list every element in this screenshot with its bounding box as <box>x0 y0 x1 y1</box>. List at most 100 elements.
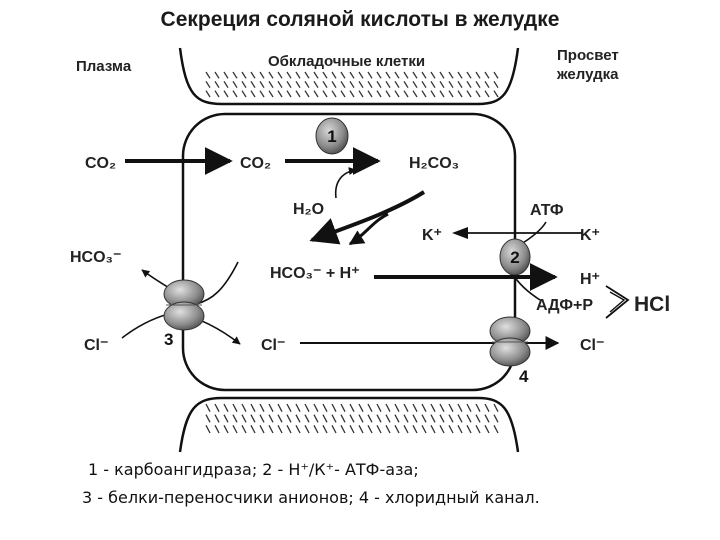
hatch-mark <box>205 71 211 79</box>
h2co3: H₂CO₃ <box>409 155 459 172</box>
hatch-mark <box>430 80 436 89</box>
hatch-mark <box>493 414 499 423</box>
hatch-mark <box>232 425 238 434</box>
hatch-mark <box>439 90 445 98</box>
hatch-mark <box>268 71 274 79</box>
hatch-mark <box>457 90 463 98</box>
hatch-mark <box>286 80 292 89</box>
hatch-mark <box>322 425 328 434</box>
hatch-mark <box>484 403 490 412</box>
hatch-mark <box>367 90 373 98</box>
hatch-mark <box>376 71 382 79</box>
hatch-mark <box>448 90 454 98</box>
hatch-mark <box>376 90 382 98</box>
hatch-mark <box>430 403 436 412</box>
hatch-mark <box>340 403 346 412</box>
hatch-mark <box>448 71 454 79</box>
hatch-mark <box>421 425 427 434</box>
hatch-mark <box>403 80 409 89</box>
carbonic-anhydrase-marker: 1 <box>315 117 349 155</box>
hatch-mark <box>313 80 319 89</box>
parietal-cell-outline <box>181 112 517 392</box>
hatch-mark <box>367 71 373 79</box>
hcl: HCl <box>634 293 670 316</box>
hatch-mark <box>475 403 481 412</box>
hatch-mark <box>367 414 373 423</box>
hatch-mark <box>466 90 472 98</box>
hatch-mark <box>205 80 211 89</box>
hatch-mark <box>268 80 274 89</box>
slide-title: Секреция соляной кислоты в желудке <box>160 8 560 31</box>
legend-line-2: 3 - белки-переносчики анионов; 4 - хлори… <box>82 488 540 507</box>
hatch-mark <box>259 425 265 434</box>
hatch-mark <box>268 403 274 412</box>
hatch-mark <box>403 71 409 79</box>
hatch-mark <box>457 414 463 423</box>
plasma-label: Плазма <box>76 58 132 75</box>
hatch-mark <box>385 414 391 423</box>
marker-2: 2 <box>510 248 519 267</box>
hatch-mark <box>448 425 454 434</box>
hatch-mark <box>223 90 229 98</box>
hatch-mark <box>421 403 427 412</box>
hatch-mark <box>457 403 463 412</box>
membrane-hatching-bottom <box>205 403 499 434</box>
hatch-mark <box>394 414 400 423</box>
hatch-mark <box>304 90 310 98</box>
adp-output-arrow <box>513 275 541 301</box>
hatch-mark <box>259 80 265 89</box>
hatch-mark <box>421 90 427 98</box>
hatch-mark <box>340 80 346 89</box>
hatch-mark <box>313 403 319 412</box>
hatch-mark <box>448 403 454 412</box>
hatch-mark <box>286 403 292 412</box>
hatch-mark <box>430 90 436 98</box>
hatch-mark <box>376 414 382 423</box>
hatch-mark <box>358 414 364 423</box>
hatch-mark <box>358 71 364 79</box>
hatch-mark <box>358 80 364 89</box>
water-input-arrow <box>334 167 357 199</box>
hatch-mark <box>439 403 445 412</box>
hatch-mark <box>340 90 346 98</box>
hatch-mark <box>385 90 391 98</box>
potassium-import-arrowhead <box>452 227 468 239</box>
hatch-mark <box>493 80 499 89</box>
hatch-mark <box>205 403 211 412</box>
hatch-mark <box>358 90 364 98</box>
hatch-mark <box>376 425 382 434</box>
hatch-mark <box>250 403 256 412</box>
hatch-mark <box>466 71 472 79</box>
hatch-mark <box>457 425 463 434</box>
hatch-mark <box>295 80 301 89</box>
hatch-mark <box>250 414 256 423</box>
hatch-mark <box>331 425 337 434</box>
hatch-mark <box>286 90 292 98</box>
upper-cell-outline <box>178 47 520 106</box>
hco3-plasma: HCO₃⁻ <box>70 249 121 266</box>
hatch-mark <box>358 425 364 434</box>
hatch-mark <box>412 425 418 434</box>
dissociation-arrow <box>309 190 426 245</box>
hatch-mark <box>340 425 346 434</box>
hatch-mark <box>268 425 274 434</box>
hatch-mark <box>241 80 247 89</box>
hatch-mark <box>484 414 490 423</box>
hatch-mark <box>448 414 454 423</box>
hatch-mark <box>475 90 481 98</box>
hatch-mark <box>295 425 301 434</box>
hatch-mark <box>250 90 256 98</box>
hco3-h-cell: HCO₃⁻ + H⁺ <box>270 265 360 282</box>
hatch-mark <box>205 90 211 98</box>
hatch-mark <box>331 71 337 79</box>
hatch-mark <box>214 90 220 98</box>
hatch-mark <box>322 90 328 98</box>
hatch-mark <box>484 425 490 434</box>
hatch-mark <box>394 425 400 434</box>
h-lumen: H⁺ <box>580 271 600 288</box>
hatch-mark <box>394 90 400 98</box>
hatch-mark <box>430 425 436 434</box>
hatch-mark <box>214 80 220 89</box>
hatch-mark <box>484 71 490 79</box>
hatch-mark <box>232 71 238 79</box>
